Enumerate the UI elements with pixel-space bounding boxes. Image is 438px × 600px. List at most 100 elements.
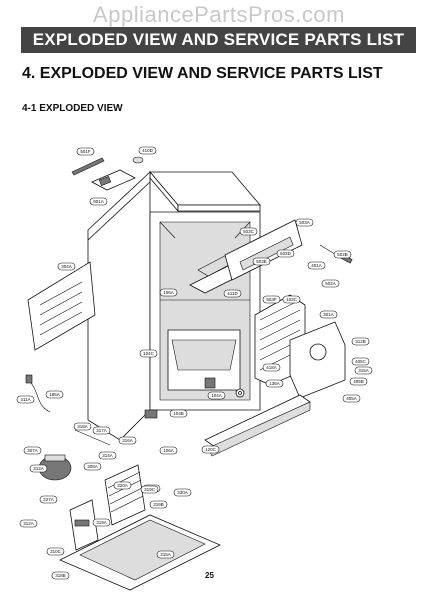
section-title: 4. EXPLODED VIEW AND SERVICE PARTS LIST — [22, 65, 383, 82]
callout-label: 304A — [61, 264, 72, 269]
callout-label: 103C — [286, 297, 298, 302]
callout-307a: 307A — [23, 446, 42, 455]
callout-tags: 501F 410D 901A 304A 503A 503C 502B 503D 503E 401A… — [16, 146, 373, 580]
callout-503f: 503F — [262, 295, 281, 304]
callout-label: 227A — [43, 497, 54, 502]
callout-411a: 411A — [16, 395, 35, 404]
callout-106a: 106A — [159, 446, 178, 455]
callout-136a: 136A — [265, 379, 284, 388]
callout-502a: 502A — [321, 279, 340, 288]
callout-label: 314A — [102, 453, 113, 458]
callout-503d: 503D — [276, 249, 295, 258]
callout-304a: 304A — [57, 262, 76, 271]
callout-330a: 330A — [173, 488, 192, 497]
callout-label: 307A — [27, 448, 38, 453]
callout-label: 401A — [311, 263, 322, 268]
callout-label: 405C — [355, 359, 367, 364]
callout-label: 319A — [96, 520, 107, 525]
callout-301a: 301A — [319, 310, 338, 319]
callout-320a: 320A — [113, 481, 132, 490]
callout-319b: 319B — [149, 500, 168, 509]
callout-label: 136A — [269, 381, 280, 386]
callout-label: 315A — [358, 368, 369, 373]
callout-308a: 308A — [83, 462, 102, 471]
callout-501f: 501F — [76, 147, 95, 156]
callout-319a: 319A — [92, 518, 111, 527]
callout-label: 320A — [117, 483, 128, 488]
callout-label: 318B — [55, 573, 66, 578]
top-rail — [71, 157, 105, 176]
callout-label: 312A — [33, 466, 44, 471]
callout-104a: 104A — [207, 391, 226, 400]
callout-label: 502B — [337, 252, 348, 257]
callout-318a: 318A — [73, 422, 92, 431]
callout-317a: 317A — [92, 426, 111, 435]
callout-label: 318A — [77, 424, 88, 429]
callout-label: 312A — [23, 521, 34, 526]
callout-label: 104A — [211, 393, 222, 398]
callout-314a: 314A — [98, 451, 117, 460]
callout-label: 503C — [243, 229, 255, 234]
callout-502b: 502B — [333, 250, 352, 259]
callout-label: 301A — [323, 312, 334, 317]
callout-410d: 410D — [138, 146, 157, 155]
callout-312a: 312A — [19, 519, 38, 528]
callout-label: 317A — [96, 428, 107, 433]
callout-503e: 503E — [252, 257, 271, 266]
callout-318b: 318B — [51, 571, 70, 580]
callout-label: 185A — [49, 392, 60, 397]
callout-label: 503D — [280, 251, 292, 256]
callout-106a: 106A — [159, 288, 178, 297]
callout-label: 316A — [122, 438, 133, 443]
callout-312b: 312B — [351, 337, 370, 346]
callout-label: 503E — [256, 259, 267, 264]
back-panel — [27, 261, 96, 351]
callout-401a: 401A — [307, 261, 326, 270]
callout-label: 503F — [266, 297, 277, 302]
callout-label: 106A — [163, 290, 174, 295]
callout-label: 319C — [144, 487, 156, 492]
callout-120c: 120C — [201, 445, 220, 454]
callout-label: 308A — [87, 464, 98, 469]
callout-405a: 405A — [342, 394, 361, 403]
callout-312a: 312A — [29, 464, 48, 473]
control-box — [91, 169, 136, 191]
callout-label: 330A — [177, 490, 188, 495]
callout-label: 120C — [205, 447, 217, 452]
callout-label: 501F — [80, 149, 91, 154]
callout-label: 319B — [153, 502, 164, 507]
watermark: AppliancePartsPros.com — [93, 2, 345, 27]
callout-901a: 901A — [89, 197, 108, 206]
callout-310c: 310C — [46, 547, 65, 556]
callout-104b: 104B — [169, 409, 188, 418]
callout-418a: 418A — [262, 363, 281, 372]
subsection-title: 4-1 EXPLODED VIEW — [22, 103, 123, 114]
callout-315a: 315A — [156, 550, 175, 559]
banner-title: EXPLODED VIEW AND SERVICE PARTS LIST — [21, 27, 416, 53]
callout-411d: 411D — [223, 289, 242, 298]
callout-label: 502A — [325, 281, 336, 286]
callout-label: 104C — [143, 351, 155, 356]
callout-label: 410D — [142, 148, 154, 153]
callout-label: 405A — [346, 396, 357, 401]
callout-label: 503A — [299, 220, 310, 225]
callout-503a: 503A — [295, 218, 314, 227]
callout-104c: 104C — [139, 349, 158, 358]
callout-label: 312B — [355, 339, 366, 344]
callout-label: 106A — [163, 448, 174, 453]
callout-315a: 315A — [354, 366, 373, 375]
callout-185a: 185A — [45, 390, 64, 399]
callout-label: 315A — [160, 552, 171, 557]
callout-label: 411A — [20, 397, 30, 402]
page-number: 25 — [205, 571, 214, 580]
callout-103c: 103C — [282, 295, 301, 304]
callout-316a: 316A — [118, 436, 137, 445]
callout-label: 418A — [266, 365, 277, 370]
callout-319c: 319C — [140, 485, 159, 494]
callout-405b: 405B — [349, 377, 368, 386]
callout-503c: 503C — [239, 227, 258, 236]
callout-label: 411D — [227, 291, 238, 296]
callout-label: 310C — [50, 549, 62, 554]
cabinet-top — [149, 171, 261, 206]
